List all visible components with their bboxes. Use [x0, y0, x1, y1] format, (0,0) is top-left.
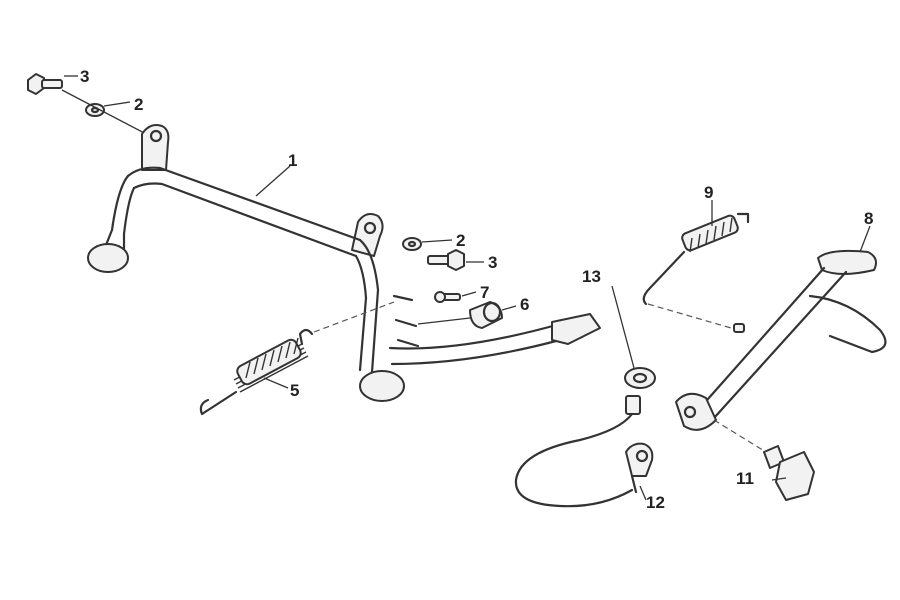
callout-12: 12 — [646, 493, 665, 512]
leader-1 — [255, 165, 291, 197]
leader-bolt-to-stand — [61, 89, 151, 137]
callout-9: 9 — [704, 183, 713, 202]
part-3-bolt-top — [27, 73, 63, 95]
part-12-switch-wire — [514, 395, 654, 508]
leader-8 — [859, 225, 871, 253]
leader-12 — [639, 485, 647, 501]
sidestand-dash-line — [647, 303, 739, 331]
part-1-main-stand — [87, 124, 601, 402]
bolt-dash-line — [713, 419, 767, 453]
leader-5 — [263, 377, 289, 389]
callout-11: 11 — [736, 469, 754, 488]
callout-8: 8 — [864, 209, 873, 228]
part-9-spring — [642, 212, 750, 306]
part-2-washer-top — [85, 103, 105, 117]
callout-7: 7 — [480, 283, 489, 302]
part-2-washer-right — [402, 237, 422, 251]
leader-2-top — [103, 101, 131, 107]
spring-dash-line — [313, 301, 395, 333]
leader-13 — [611, 285, 635, 369]
callout-1: 1 — [288, 151, 297, 170]
leader-bushing-to-bracket — [417, 317, 471, 325]
part-13-grommet — [624, 367, 656, 389]
callout-3-right: 3 — [488, 253, 497, 272]
callout-2-right: 2 — [456, 231, 465, 250]
part-8-side-stand — [675, 249, 887, 431]
callout-13: 13 — [582, 267, 601, 286]
part-5-spring — [199, 328, 314, 416]
part-6-bushing — [469, 301, 503, 329]
callout-5: 5 — [290, 381, 299, 400]
callout-2-top: 2 — [134, 95, 143, 114]
leader-2-right — [421, 239, 453, 243]
callout-6: 6 — [520, 295, 529, 314]
leader-7 — [461, 291, 477, 297]
leader-6 — [501, 305, 517, 311]
part-3-bolt-right — [427, 249, 465, 271]
callout-3-top: 3 — [80, 67, 89, 86]
leader-11 — [771, 477, 787, 481]
part-7-pin — [434, 291, 461, 303]
part-11-pivot-bolt — [763, 445, 815, 501]
